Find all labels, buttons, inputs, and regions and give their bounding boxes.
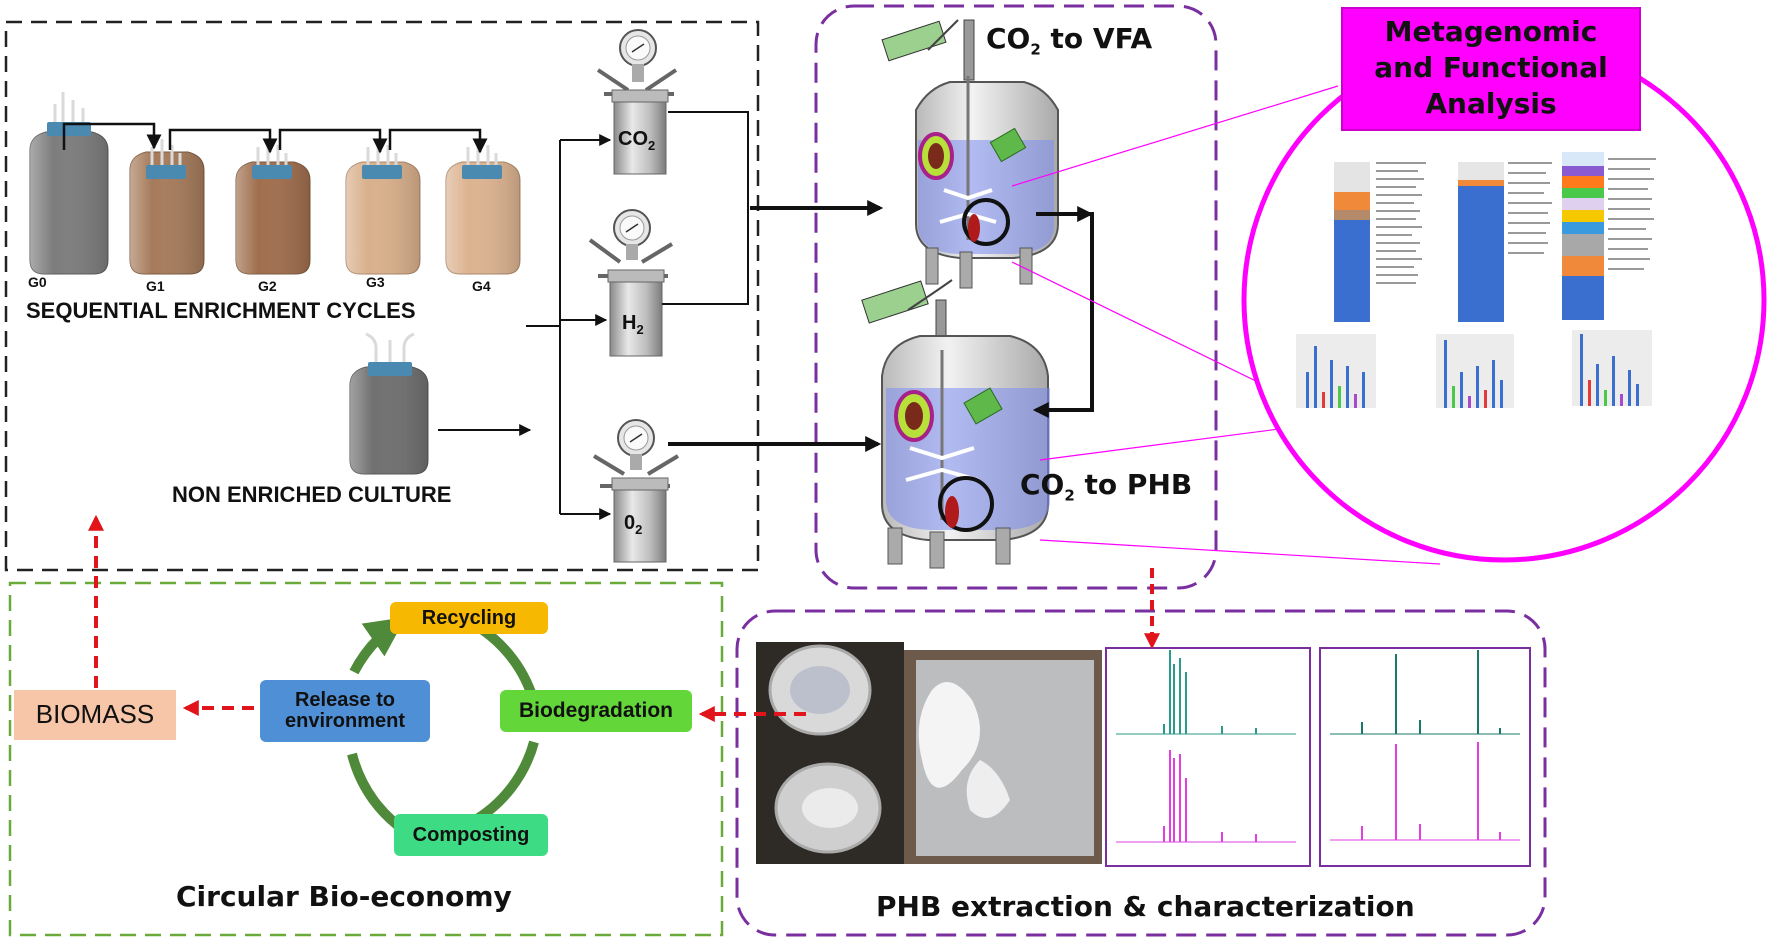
phb-panel-border — [735, 609, 1547, 937]
exchange-arrow — [1032, 206, 1094, 418]
enrichment-title: SEQUENTIAL ENRICHMENT CYCLES — [26, 298, 416, 323]
metagenomic-title: Metagenomic and Functional Analysis — [1374, 15, 1608, 120]
gas-reactor-o2 — [592, 419, 680, 563]
taxonomy-stacked-bars — [1334, 152, 1656, 322]
metagenomic-title-box — [1341, 7, 1641, 131]
zoom-lines — [1011, 85, 1441, 565]
bottle-non-enriched — [349, 332, 429, 475]
bottle-g2 — [235, 139, 311, 275]
gas-reactor-h2 — [588, 209, 674, 357]
functional-bar-charts — [1296, 330, 1652, 408]
generation-label: G3 — [366, 274, 385, 290]
circular-title: Circular Bio-economy — [176, 880, 512, 913]
enrichment-panel-border — [4, 20, 760, 572]
bottle-g0 — [29, 92, 109, 275]
feed-connectors — [438, 134, 612, 520]
gas-reactor-co2 — [596, 29, 678, 175]
phb-photo-petri — [756, 642, 904, 864]
red-flow-arrows — [88, 514, 806, 722]
generation-label: G1 — [146, 278, 165, 294]
gas-label-co2: CO2 — [618, 128, 656, 153]
bioreactor-phb — [861, 279, 1050, 569]
bottle-g3 — [345, 139, 421, 275]
phb-panel-title: PHB extraction & characterization — [876, 890, 1415, 923]
gas-label-h2: H2 — [622, 312, 644, 337]
non-enriched-label: NON ENRICHED CULTURE — [172, 482, 452, 507]
release-node: Release to environment — [260, 680, 430, 742]
biodegradation-node: Biodegradation — [500, 690, 692, 732]
generation-label: G0 — [28, 274, 47, 290]
transfer-arrows — [62, 122, 488, 154]
phb-photo-bag — [904, 650, 1102, 864]
recycling-node: Recycling — [390, 602, 548, 634]
reactor-label-phb: CO2 to PHB — [1020, 468, 1193, 505]
nmr-spectrum-13c — [1319, 647, 1531, 867]
bottle-g1 — [129, 139, 205, 275]
reactor-panel-border — [814, 4, 1218, 590]
composting-node: Composting — [394, 814, 548, 856]
nmr-spectrum-1h — [1105, 647, 1311, 867]
reactor-label-vfa: CO2 to VFA — [986, 22, 1153, 59]
circular-panel-border — [8, 581, 724, 937]
generation-label: G2 — [258, 278, 277, 294]
bottle-g4 — [445, 139, 521, 275]
generation-label: G4 — [472, 278, 491, 294]
bioreactor-vfa — [881, 19, 1059, 289]
biomass-node: BIOMASS — [14, 690, 176, 740]
gas-label-o2: 02 — [624, 512, 643, 537]
gas-lines — [662, 111, 884, 452]
